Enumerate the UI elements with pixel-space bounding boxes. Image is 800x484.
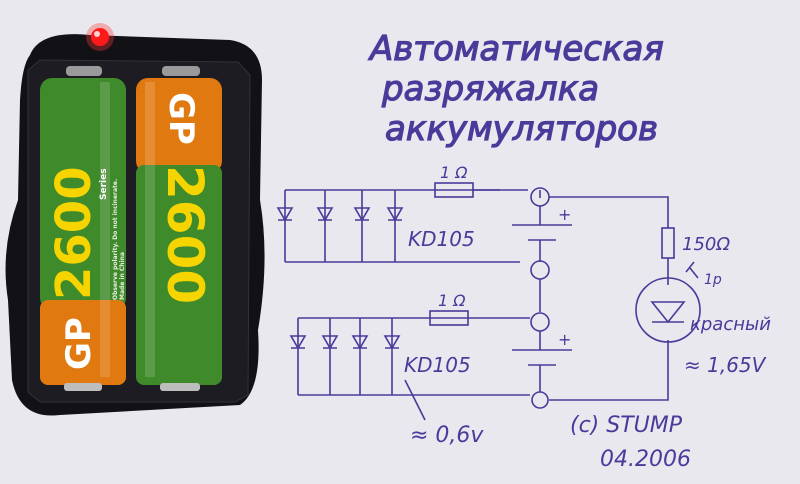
battery-right: GP 2600 <box>136 78 222 391</box>
label-led-color: красный <box>690 314 771 335</box>
top-diode-2 <box>316 207 334 222</box>
title-line-2: разряжалка <box>381 69 599 109</box>
battery-left-shine <box>100 82 110 377</box>
label-diodes-top: KD105 <box>408 227 475 251</box>
label-led-voltage: ≈ 1,65V <box>684 353 767 377</box>
cutoff-arrow <box>404 379 426 421</box>
title-line-3: аккумуляторов <box>385 109 658 149</box>
battery-left-green <box>40 78 126 310</box>
top-diode-1 <box>276 207 294 222</box>
bottom-diode-1 <box>289 335 307 350</box>
battery-left-cap <box>64 383 102 391</box>
battery-left-warning: Observe polarity. Do not incinerate. <box>112 179 119 300</box>
credit: (c) STUMP 04.2006 <box>570 413 691 472</box>
terminal-right <box>162 66 200 76</box>
credit-date: 04.2006 <box>600 447 691 472</box>
bottom-diode-3 <box>351 335 369 350</box>
top-diode-3 <box>353 207 371 222</box>
label-resistor-led: 150Ω <box>682 234 730 255</box>
label-plus-bottom: + <box>558 330 571 349</box>
top-diodes-verticals <box>284 190 396 262</box>
label-resistor-bottom: 1 Ω <box>438 291 466 310</box>
handwritten-title: Автоматическая разряжалка аккумуляторов <box>367 28 664 149</box>
label-led-note: 1р <box>704 272 722 288</box>
battery-right-orange <box>136 78 222 173</box>
label-resistor-top: 1 Ω <box>440 163 468 182</box>
battery-left-made-in: Made in China <box>119 252 126 300</box>
right-branch <box>549 196 669 401</box>
credit-author: (c) STUMP <box>570 413 683 438</box>
bottom-node <box>531 391 549 409</box>
label-cutoff-voltage: ≈ 0,6v <box>410 423 484 448</box>
battery-right-model: 2600 <box>156 165 214 304</box>
bottom-diodes-verticals <box>297 318 393 395</box>
battery-right-shine <box>145 82 155 377</box>
battery-left-model: 2600 <box>46 166 102 300</box>
battery-left: 2600 GP Series Observe polarity. Do not … <box>40 78 126 391</box>
top-rail <box>285 189 541 198</box>
bottom-diode-4 <box>383 335 401 350</box>
battery-right-green <box>136 165 222 385</box>
schematic-drawing <box>276 182 701 421</box>
battery-top-symbol <box>512 206 572 262</box>
battery-left-series: Series <box>99 168 109 200</box>
resistor-bottom <box>429 310 469 326</box>
resistor-led <box>661 227 675 259</box>
schematic-labels: 1 Ω KD105 + 150Ω 1р красный ≈ 1,65V 1 Ω … <box>404 163 771 448</box>
red-led-shine <box>94 31 100 37</box>
title-line-1: Автоматическая <box>368 29 664 69</box>
led-circle <box>635 277 701 343</box>
top-diode-4 <box>386 207 404 222</box>
battery-left-orange <box>40 300 126 385</box>
label-plus-top: + <box>558 205 571 224</box>
label-diodes-bottom: KD105 <box>404 353 471 377</box>
battery-bottom-symbol <box>512 331 572 392</box>
red-led <box>91 28 109 46</box>
battery-right-cap <box>160 383 200 391</box>
led-arrow <box>685 261 699 279</box>
bottom-diode-2 <box>321 335 339 350</box>
battery-holder: 2600 GP Series Observe polarity. Do not … <box>5 23 265 416</box>
battery-left-brand: GP <box>59 317 99 370</box>
terminal-left <box>66 66 102 76</box>
led-diode <box>650 301 686 324</box>
battery-right-brand: GP <box>161 92 201 145</box>
